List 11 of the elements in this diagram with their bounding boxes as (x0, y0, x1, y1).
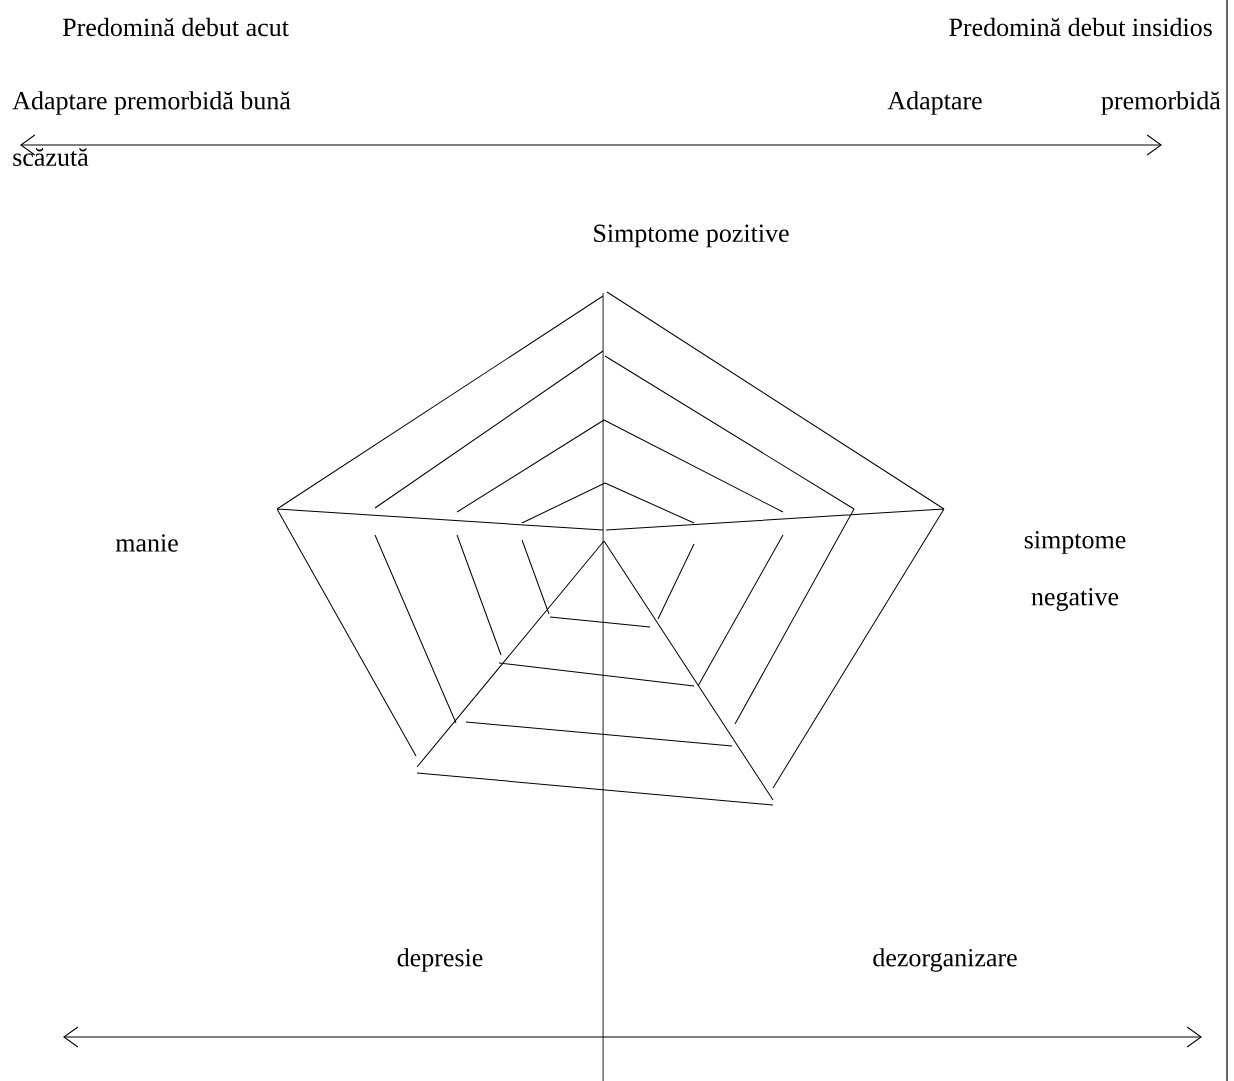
axis-label: Adaptare (887, 91, 982, 115)
axis-label: dezorganizare (873, 948, 1017, 972)
axis-label: premorbidă (1101, 91, 1221, 115)
axis-label: Predomină debut acut (62, 17, 289, 37)
axis-label: manie (115, 534, 178, 552)
axis-label: Predomină debut insidios (949, 17, 1212, 37)
axis-label: depresie (397, 948, 483, 972)
axis-label: simptome negative (1024, 531, 1126, 611)
axis-label: scăzută (13, 148, 89, 166)
axis-label: Adaptare premorbidă bună (12, 91, 291, 115)
axis-label: Simptome pozitive (594, 224, 789, 248)
